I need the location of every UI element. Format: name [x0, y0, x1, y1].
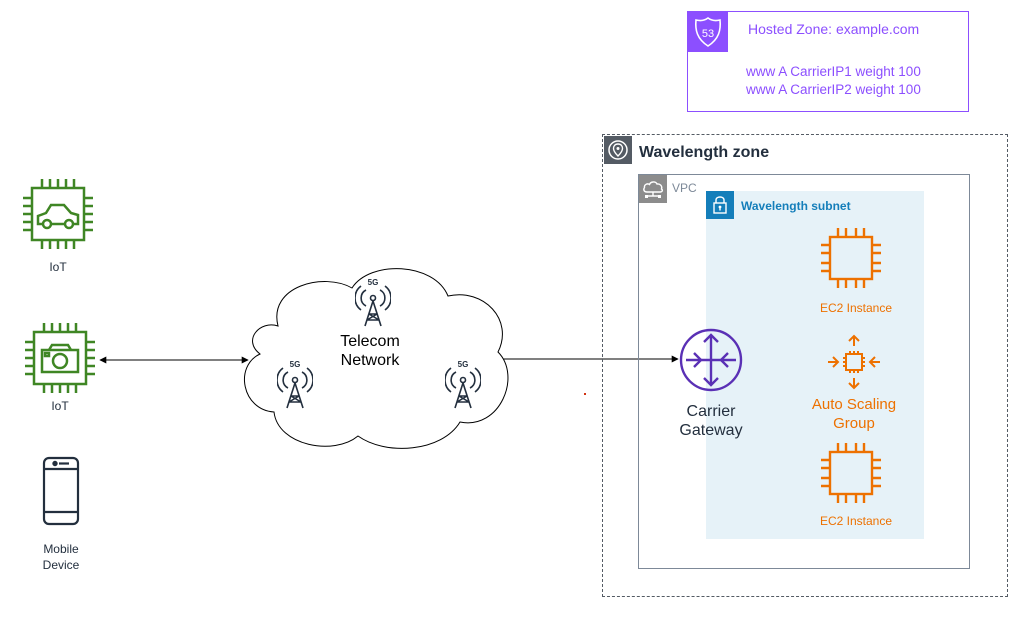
vpc-title: VPC: [672, 181, 697, 195]
wavelength-subnet-title: Wavelength subnet: [741, 199, 851, 213]
carrier-gateway-icon: [679, 328, 743, 392]
carrier-gateway-label: Carrier Gateway: [679, 403, 743, 439]
ec2-chip-icon: [821, 228, 881, 288]
5g-tower-icon: 5G: [277, 360, 313, 409]
telecom-network-label: Telecom Network: [340, 333, 400, 369]
location-pin-icon: [604, 136, 632, 164]
route53-icon: 53: [688, 12, 728, 52]
auto-scaling-icon: [828, 334, 880, 390]
iot-camera-chip-icon: [25, 323, 95, 393]
iot-label: IoT: [51, 399, 69, 413]
wavelength-subnet-group: Wavelength subnet: [706, 191, 924, 539]
record-line: www A CarrierIP1 weight 100: [746, 64, 921, 79]
lock-icon: [706, 191, 734, 219]
route53-icon-label: 53: [702, 28, 714, 40]
wavelength-zone-title: Wavelength zone: [639, 144, 770, 161]
telecom-network-cloud: [244, 268, 509, 449]
5g-tower-label: 5G: [290, 360, 301, 369]
auto-scaling-group-label: Auto Scaling Group: [811, 396, 897, 432]
mobile-device-label: Mobile Device: [42, 542, 80, 572]
5g-tower-icon: 5G: [355, 278, 391, 327]
record-line: www A CarrierIP2 weight 100: [746, 82, 921, 97]
hosted-zone-title: Hosted Zone: example.com: [748, 21, 920, 37]
vpc-group: VPC: [638, 174, 970, 569]
5g-tower-icon: 5G: [445, 360, 481, 409]
ec2-instance-label: EC2 Instance: [819, 514, 893, 528]
hosted-zone-records: www A CarrierIP1 weight 100 www A Carrie…: [746, 63, 921, 99]
wavelength-zone-group: Wavelength zone: [602, 134, 1008, 597]
ec2-instance-label: EC2 Instance: [819, 301, 893, 315]
iot-car-chip-icon: [23, 179, 93, 249]
hosted-zone-box: 53 Hosted Zone: example.com www A Carrie…: [687, 11, 969, 112]
5g-tower-label: 5G: [368, 278, 379, 287]
mobile-phone-icon: [42, 456, 80, 526]
vpc-cloud-icon: [639, 175, 667, 203]
stray-dot: [584, 393, 586, 395]
ec2-chip-icon: [821, 443, 881, 503]
5g-tower-label: 5G: [458, 360, 469, 369]
iot-label: IoT: [49, 260, 67, 274]
